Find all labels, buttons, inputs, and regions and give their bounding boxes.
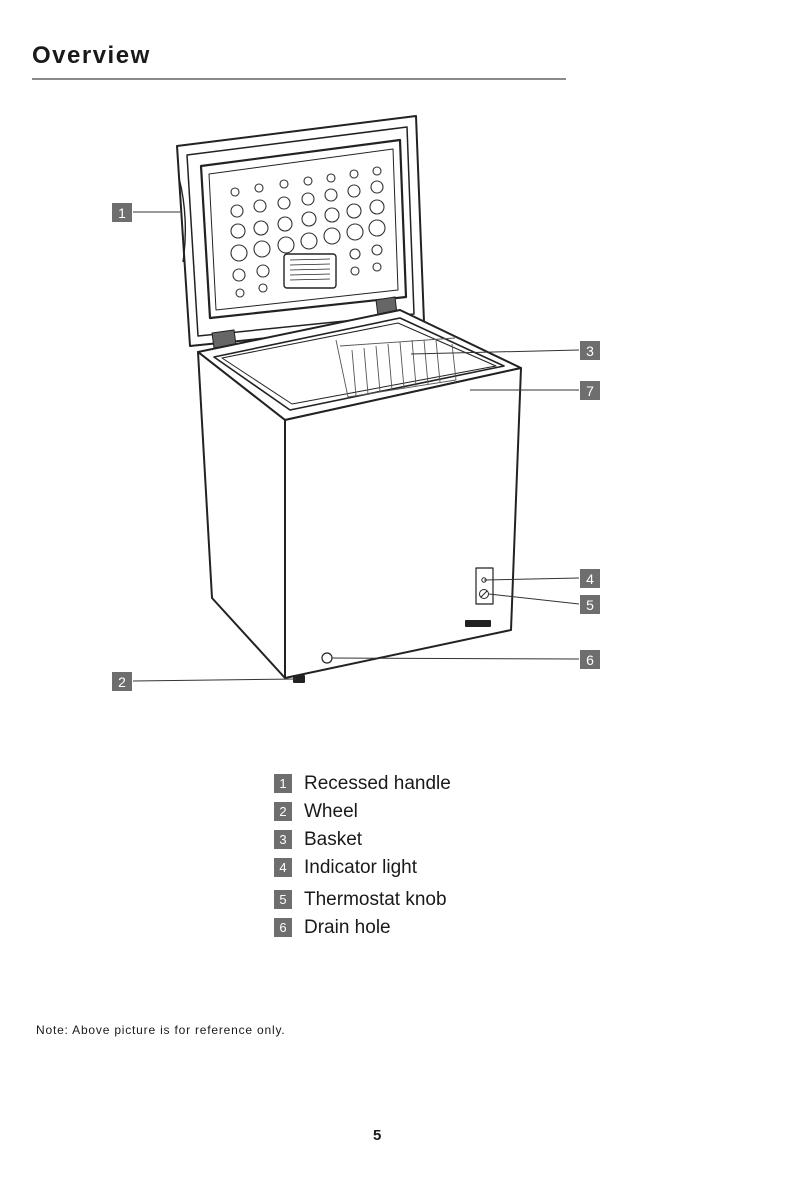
svg-text:3: 3: [586, 343, 594, 359]
svg-text:1: 1: [118, 205, 126, 221]
svg-text:7: 7: [586, 383, 594, 399]
svg-text:5: 5: [586, 597, 594, 613]
page-number: 5: [373, 1127, 381, 1144]
legend-label: Thermostat knob: [304, 889, 447, 911]
callout-2: 2: [112, 672, 132, 691]
legend-number-badge: 3: [274, 830, 292, 849]
legend-number-badge: 4: [274, 858, 292, 877]
callout-5: 5: [580, 595, 600, 614]
chest-freezer-diagram: 1 2 3 7 4 5 6: [0, 0, 795, 740]
legend-label: Drain hole: [304, 917, 391, 939]
legend-number-badge: 5: [274, 890, 292, 909]
svg-text:4: 4: [586, 571, 594, 587]
callout-1: 1: [112, 203, 132, 222]
callout-4: 4: [580, 569, 600, 588]
legend-label: Basket: [304, 829, 362, 851]
reference-note: Note: Above picture is for reference onl…: [36, 1023, 286, 1037]
svg-text:6: 6: [586, 652, 594, 668]
freezer-cabinet: [198, 310, 521, 682]
svg-text:2: 2: [118, 674, 126, 690]
legend-label: Indicator light: [304, 857, 417, 879]
legend-number-badge: 1: [274, 774, 292, 793]
legend-label: Recessed handle: [304, 773, 451, 795]
callout-3: 3: [580, 341, 600, 360]
callout-6: 6: [580, 650, 600, 669]
callout-7: 7: [580, 381, 600, 400]
legend-number-badge: 6: [274, 918, 292, 937]
legend-label: Wheel: [304, 801, 358, 823]
legend-number-badge: 2: [274, 802, 292, 821]
